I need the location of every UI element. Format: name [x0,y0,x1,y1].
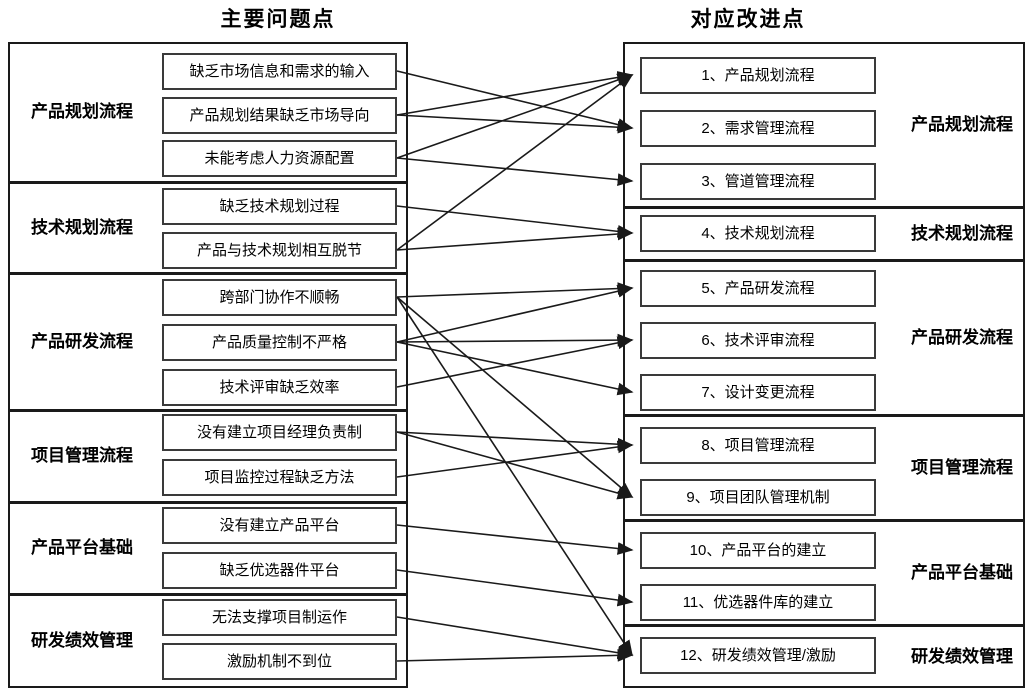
connection-arrow [396,524,634,555]
improvement-box: 12、研发绩效管理/激励 [640,636,876,674]
section-divider [623,259,1025,262]
improvement-box: 8、项目管理流程 [640,426,876,464]
problem-box: 未能考虑人力资源配置 [162,139,397,177]
section-divider [8,593,408,596]
improvement-box: 7、设计变更流程 [640,373,876,411]
connection-arrow [396,114,634,134]
section-divider [8,501,408,504]
connection-arrow [396,157,634,186]
section-divider [623,624,1025,627]
connection-arrow [396,74,634,251]
right-improvements-category-label: 产品研发流程 [911,327,1013,347]
connection-arrow [396,205,634,238]
improvement-box: 9、项目团队管理机制 [640,478,876,516]
improvement-box: 1、产品规划流程 [640,56,876,94]
problem-box: 产品与技术规划相互脱节 [162,231,397,269]
left-problems-category-label: 研发绩效管理 [31,631,133,650]
connection-arrow [396,296,633,657]
improvement-box: 4、技术规划流程 [640,214,876,252]
problem-box: 跨部门协作不顺畅 [162,278,397,316]
improvement-box: 5、产品研发流程 [640,269,876,307]
connection-arrow [396,440,634,478]
connection-arrow [396,648,634,662]
problem-box: 技术评审缺乏效率 [162,368,397,406]
problem-box: 缺乏优选器件平台 [162,551,397,589]
right-improvements-category-label: 产品规划流程 [911,114,1013,134]
section-divider [8,409,408,412]
problem-box: 产品规划结果缺乏市场导向 [162,96,397,134]
connection-arrow [396,296,634,499]
improvement-box: 6、技术评审流程 [640,321,876,359]
connection-arrow [396,616,634,660]
problem-box: 缺乏市场信息和需求的输入 [162,52,397,90]
left-problems-category-label: 项目管理流程 [31,446,133,465]
problem-box: 无法支撑项目制运作 [162,598,397,636]
connection-arrow [396,71,634,116]
section-divider [8,181,408,184]
improvement-box: 10、产品平台的建立 [640,531,876,569]
left-problems-category-label: 产品平台基础 [31,538,133,557]
connection-arrow [396,70,634,131]
left-problems-category-label: 产品规划流程 [31,102,133,121]
connection-arrow [396,227,634,251]
section-divider [623,206,1025,209]
right-improvements-category-label: 产品平台基础 [911,562,1013,582]
right-improvements-category-label: 技术规划流程 [911,223,1013,243]
left-problems-category-label: 技术规划流程 [31,217,133,237]
connection-arrow [396,284,634,343]
problem-box: 缺乏技术规划过程 [162,187,397,225]
section-divider [623,519,1025,522]
problem-box: 产品质量控制不严格 [162,323,397,361]
right-panel-title: 对应改进点 [690,8,806,31]
connection-arrow [396,333,634,347]
connection-arrow [396,431,634,451]
problem-box: 激励机制不到位 [162,642,397,680]
problem-box: 没有建立项目经理负责制 [162,413,397,451]
improvement-box: 2、需求管理流程 [640,109,876,147]
section-divider [623,414,1025,417]
right-improvements-category-label: 研发绩效管理 [911,646,1013,666]
connection-arrow [396,73,634,159]
right-improvements-category-label: 项目管理流程 [911,457,1013,477]
left-problems-category-label: 产品研发流程 [31,331,133,351]
connection-arrow [396,282,634,298]
problem-box: 项目监控过程缺乏方法 [162,458,397,496]
connection-arrow [396,341,634,396]
connection-arrow [396,569,634,607]
improvement-box: 3、管道管理流程 [640,162,876,200]
left-panel-title: 主要问题点 [220,8,336,31]
section-divider [8,272,408,275]
problem-box: 没有建立产品平台 [162,506,397,544]
connection-arrow [396,336,634,388]
connection-arrow [396,431,634,500]
improvement-box: 11、优选器件库的建立 [640,583,876,621]
